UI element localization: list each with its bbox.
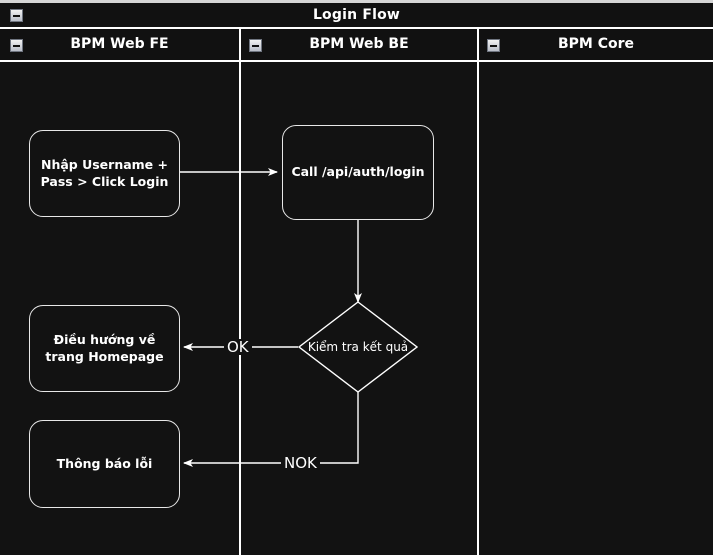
node-enter-credentials[interactable]: Nhập Username + Pass > Click Login	[29, 130, 180, 217]
edge-label-nok: NOK	[281, 455, 320, 471]
lane-header-core: BPM Core	[479, 29, 713, 62]
lane-title-fe: BPM Web FE	[70, 36, 169, 52]
page-title: Login Flow	[312, 7, 401, 23]
edge-label-ok: OK	[224, 339, 252, 355]
lane-separator-fe-be	[239, 29, 241, 555]
node-show-error-label: Thông báo lỗi	[56, 455, 153, 471]
node-enter-credentials-label: Nhập Username + Pass > Click Login	[40, 156, 169, 189]
node-call-login-api-label: Call /api/auth/login	[291, 164, 425, 180]
lane-title-be: BPM Web BE	[309, 36, 409, 52]
lane-header-be: BPM Web BE	[241, 29, 477, 62]
lane-header-fe: BPM Web FE	[0, 29, 239, 62]
diagram-title-bar: Login Flow	[0, 3, 713, 29]
node-call-login-api[interactable]: Call /api/auth/login	[282, 125, 434, 220]
window-top-strip	[0, 0, 713, 3]
connector-check-to-error	[183, 392, 359, 467]
collapse-lane-be-icon[interactable]	[249, 39, 262, 52]
collapse-lane-core-icon[interactable]	[487, 39, 500, 52]
diamond-shape	[298, 301, 418, 393]
node-redirect-homepage[interactable]: Điều hướng về trang Homepage	[29, 305, 180, 392]
node-check-result-label: Kiểm tra kết quả	[307, 340, 409, 354]
node-redirect-homepage-label: Điều hướng về trang Homepage	[45, 331, 164, 364]
node-show-error[interactable]: Thông báo lỗi	[29, 420, 180, 508]
collapse-pool-icon[interactable]	[10, 9, 23, 22]
lane-title-core: BPM Core	[557, 36, 635, 52]
lane-separator-be-core	[477, 29, 479, 555]
node-check-result[interactable]: Kiểm tra kết quả	[298, 301, 418, 393]
collapse-lane-fe-icon[interactable]	[10, 39, 23, 52]
